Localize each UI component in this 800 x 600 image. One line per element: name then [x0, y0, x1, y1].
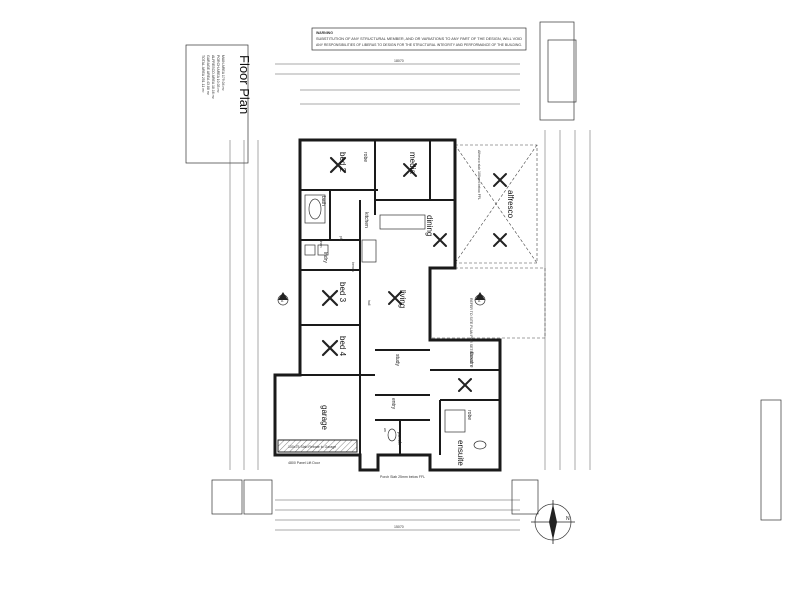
north-compass: N	[531, 500, 575, 544]
label-garage: garage	[320, 405, 329, 430]
fixtures	[304, 194, 487, 450]
garage	[274, 374, 361, 456]
label-bed-2: bed 2	[338, 152, 347, 173]
note-porch: Porch Slab 25mm below FFL	[380, 475, 425, 479]
warning-heading: WARNING	[316, 31, 333, 35]
label-pantry: pty	[339, 236, 343, 241]
legend-boxes	[211, 479, 539, 515]
label-media: media	[408, 152, 417, 174]
annotations: 4800 Panel Lift Door 100x75 Slab Rebate …	[288, 150, 481, 479]
ensuite-shower	[444, 409, 466, 433]
label-living: living	[398, 290, 407, 308]
label-alfresco: alfresco	[506, 190, 515, 219]
label-kitchen: kitchen	[363, 212, 369, 228]
area-alfresco: ALFRESCO AREA 18.16 m²	[211, 55, 215, 100]
area-total: TOTAL AREA 251.11 m²	[201, 55, 205, 93]
note-garage-door: 4800 Panel Lift Door	[288, 461, 321, 465]
label-bed-3: bed 3	[338, 282, 347, 303]
garage-door-hatch	[277, 439, 358, 453]
dim-overall-bottom: 15070	[394, 525, 404, 529]
label-linen: linen	[319, 240, 323, 247]
label-bench: bench	[351, 262, 355, 272]
label-ensuite: ensuite	[456, 440, 465, 466]
kitchen-island	[379, 214, 426, 230]
label-dining: dining	[425, 215, 434, 236]
label-lndry: lndry	[322, 252, 328, 263]
label-entry: entry	[390, 398, 396, 410]
fan-symbols	[321, 156, 507, 392]
section-marker-left: A	[277, 292, 289, 306]
dimension-lines: 18070 15070	[229, 59, 591, 531]
bathtub	[304, 194, 326, 224]
label-porch: porch	[396, 432, 402, 445]
note-setback: REFER TO SITE PLAN FOR SETBACKS	[469, 298, 473, 363]
label-bath: bath	[320, 196, 326, 206]
area-porch: PORCH AREA 10.03 m²	[216, 55, 220, 93]
label-theatre: theatre	[468, 352, 474, 368]
wc-pan	[387, 428, 397, 442]
plan-title: Floor Plan	[237, 55, 252, 114]
section-markers: A A	[277, 292, 486, 306]
alfresco-zone	[429, 144, 546, 339]
warning-line-2: ANY RESPONSIBILITIES OF LIBERAS TO DESIG…	[316, 43, 522, 47]
label-wc: wc	[383, 428, 387, 433]
note-garage-slab: 100x75 Slab Rebate to Garage	[288, 445, 336, 449]
warning-line-1: SUBSTITUTION OF ANY STRUCTURAL MEMBER, A…	[316, 37, 523, 41]
area-main: MAIN AREA 179.04 m²	[221, 55, 225, 91]
warning-box: WARNING SUBSTITUTION OF ANY STRUCTURAL M…	[311, 27, 527, 51]
label-study: study	[394, 354, 400, 366]
right-notes	[539, 21, 782, 521]
label-hall: hall	[367, 300, 371, 306]
label-robe-top: robe	[362, 152, 368, 162]
label-bed-4: bed 4	[338, 336, 347, 357]
compass-label: N	[566, 516, 570, 522]
svg-text:A: A	[478, 299, 481, 303]
dim-overall: 18070	[394, 59, 404, 63]
title-block: Floor Plan MAIN AREA 179.04 m² PORCH ARE…	[185, 44, 252, 164]
section-marker-right: A	[474, 292, 486, 306]
label-robe-ensuite: robe	[466, 410, 472, 420]
note-alfresco: Alfresco slab 100mm below FFL	[477, 150, 481, 200]
house-walls	[273, 138, 502, 472]
svg-text:A: A	[281, 299, 284, 303]
room-labels: bed 2 robe media alfresco bath kitchen d…	[319, 152, 515, 466]
area-garage: GARAGE AREA 43.88 m²	[206, 55, 210, 96]
